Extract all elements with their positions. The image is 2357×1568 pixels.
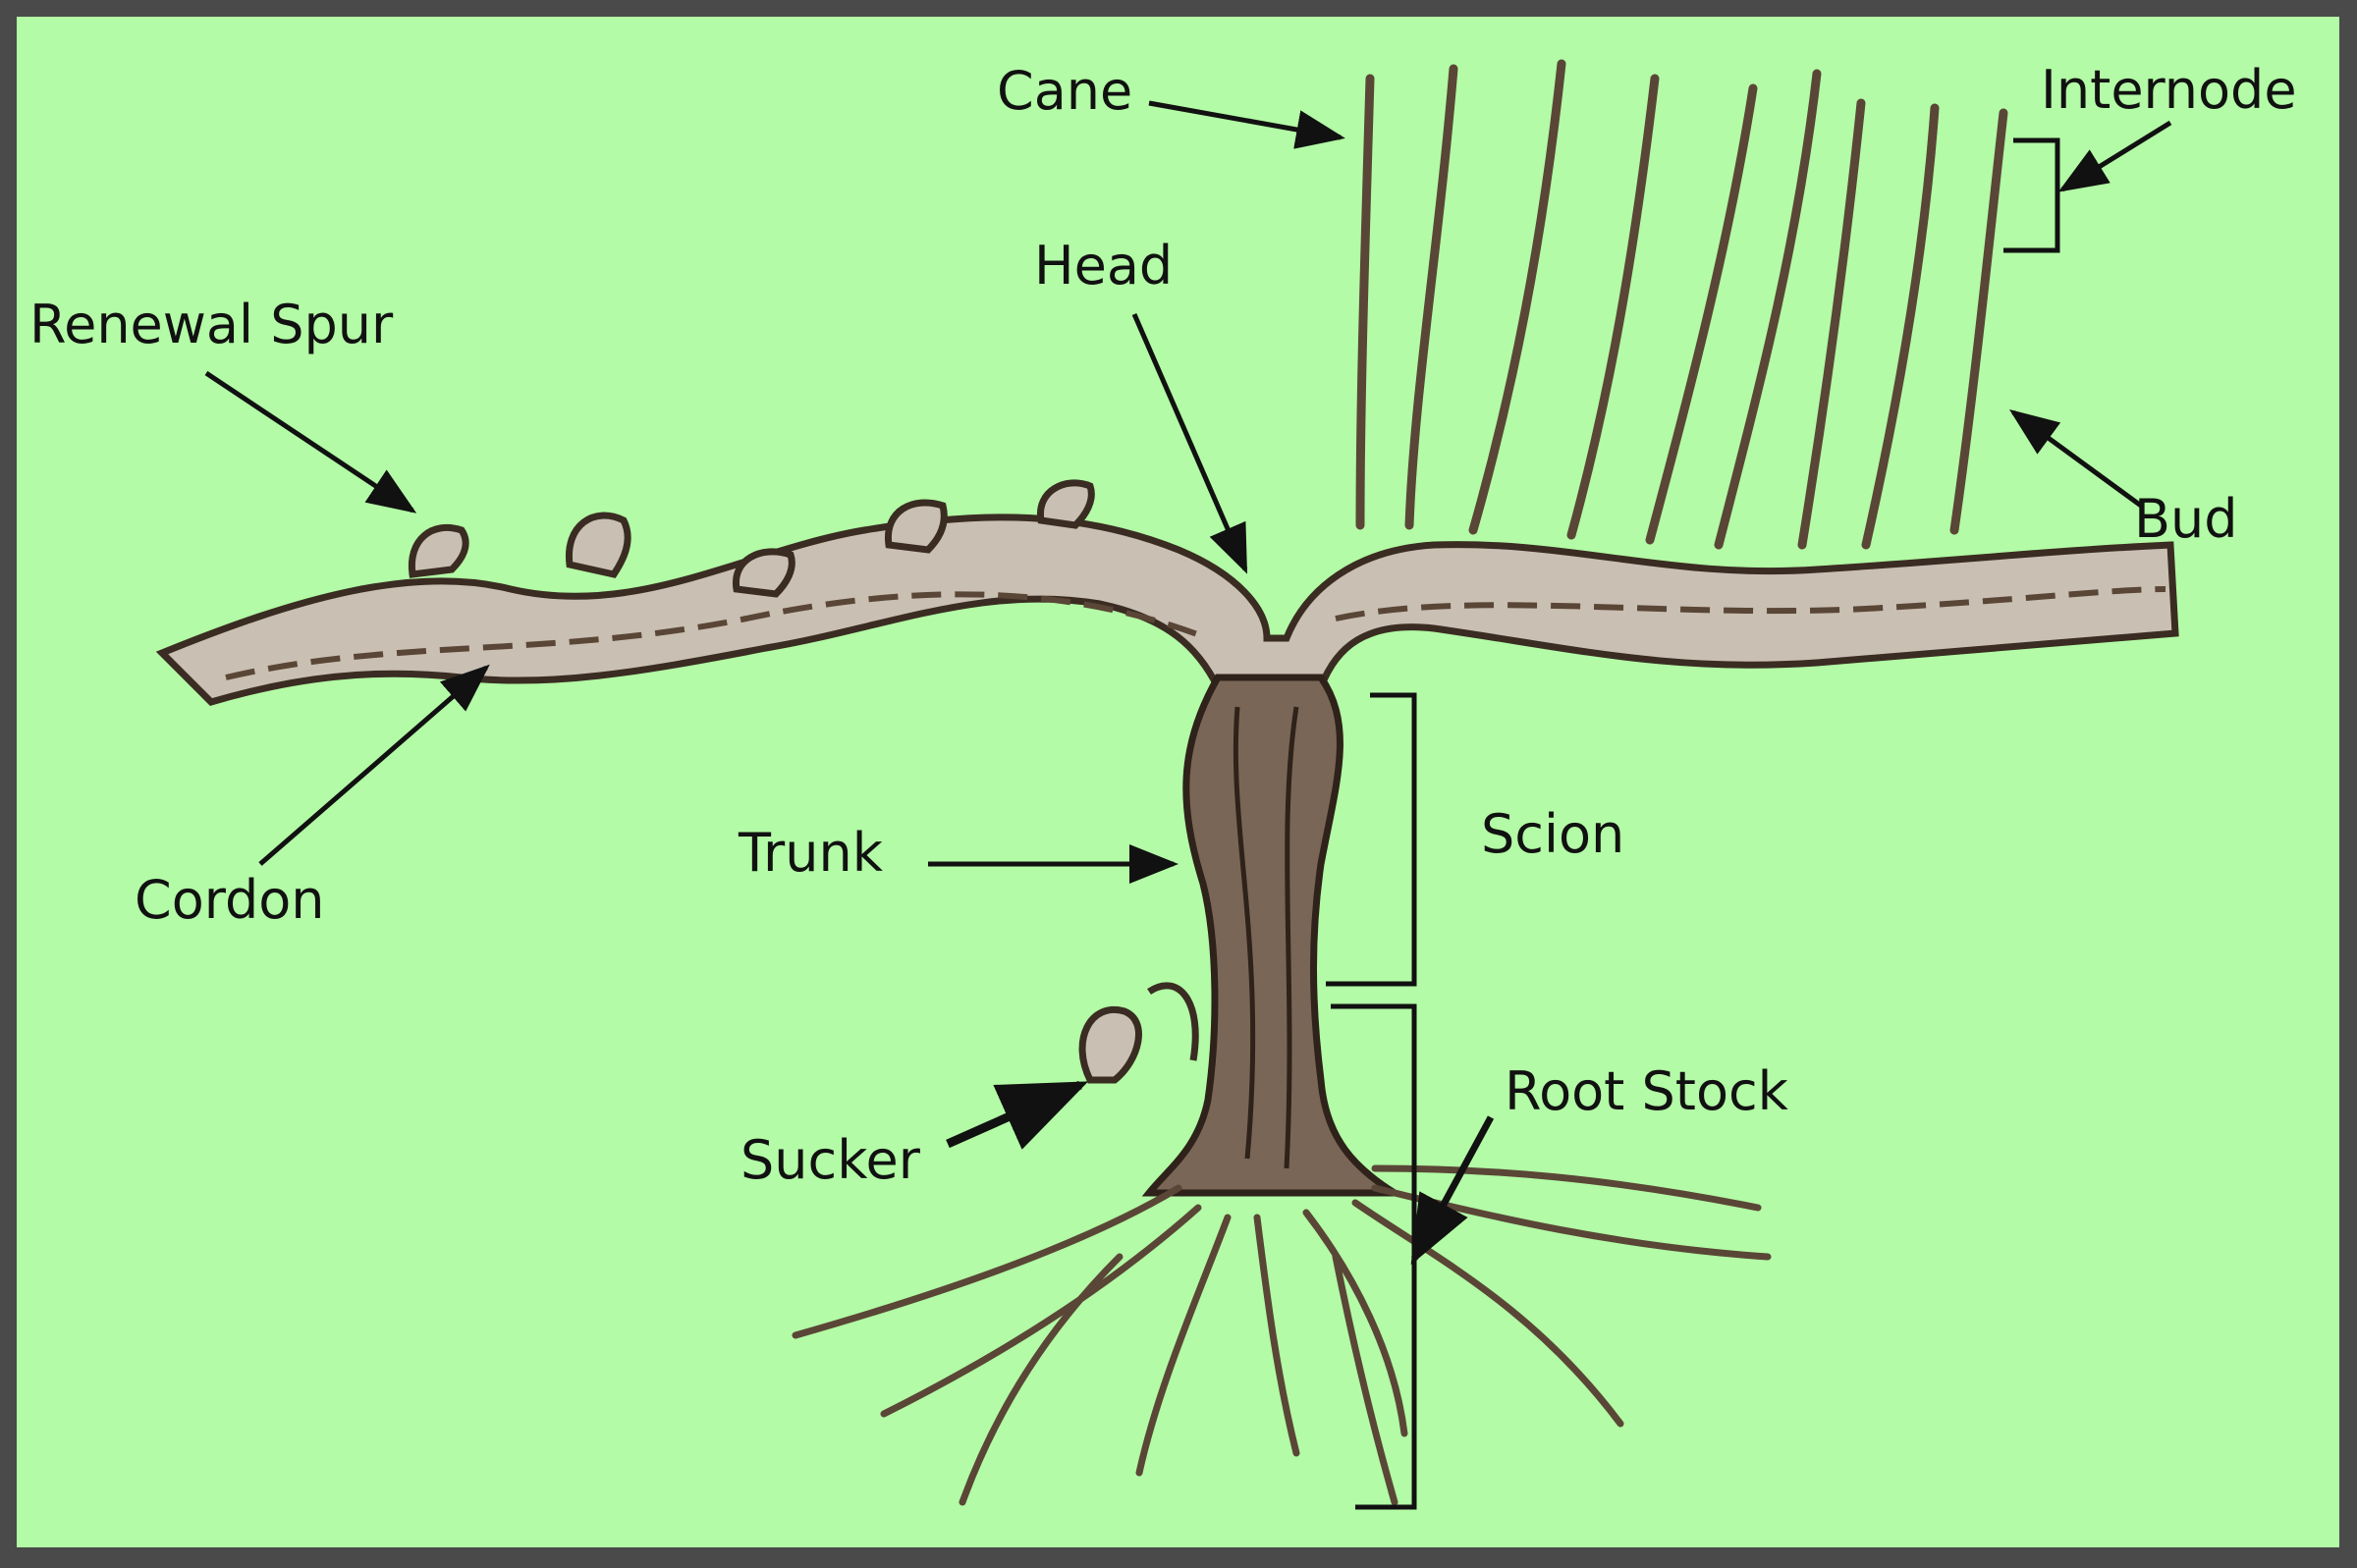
label-cordon: Cordon <box>135 869 325 931</box>
arrow-renewal-spur <box>204 370 417 514</box>
arrow-head <box>1131 313 1248 574</box>
arrows <box>204 100 2172 1266</box>
label-sucker: Sucker <box>740 1129 920 1191</box>
label-renewal-spur: Renewal Spur <box>29 294 394 355</box>
arrow-sucker <box>946 1080 1089 1150</box>
renewal-spurs <box>408 479 1095 598</box>
arrow-cane <box>1148 100 1345 149</box>
cordon <box>155 514 2179 706</box>
scion-bracket <box>1326 692 1417 1510</box>
label-trunk: Trunk <box>739 822 883 884</box>
sucker <box>1078 982 1199 1084</box>
arrow-root-stock <box>1410 1115 1495 1266</box>
arrow-internode <box>2057 120 2172 192</box>
label-scion: Scion <box>1481 803 1625 865</box>
label-head: Head <box>1034 235 1174 297</box>
label-internode: Internode <box>2041 59 2297 121</box>
label-bud: Bud <box>2134 488 2238 550</box>
label-cane: Cane <box>997 60 1133 122</box>
roots <box>792 1164 1772 1506</box>
arrow-bud <box>2008 409 2143 509</box>
diagram-canvas <box>17 17 2339 1547</box>
canes <box>1355 59 2008 550</box>
internode-bracket <box>2003 137 2060 253</box>
label-root-stock: Root Stock <box>1505 1060 1788 1122</box>
trunk <box>1141 674 1407 1197</box>
arrow-cordon <box>258 664 490 866</box>
